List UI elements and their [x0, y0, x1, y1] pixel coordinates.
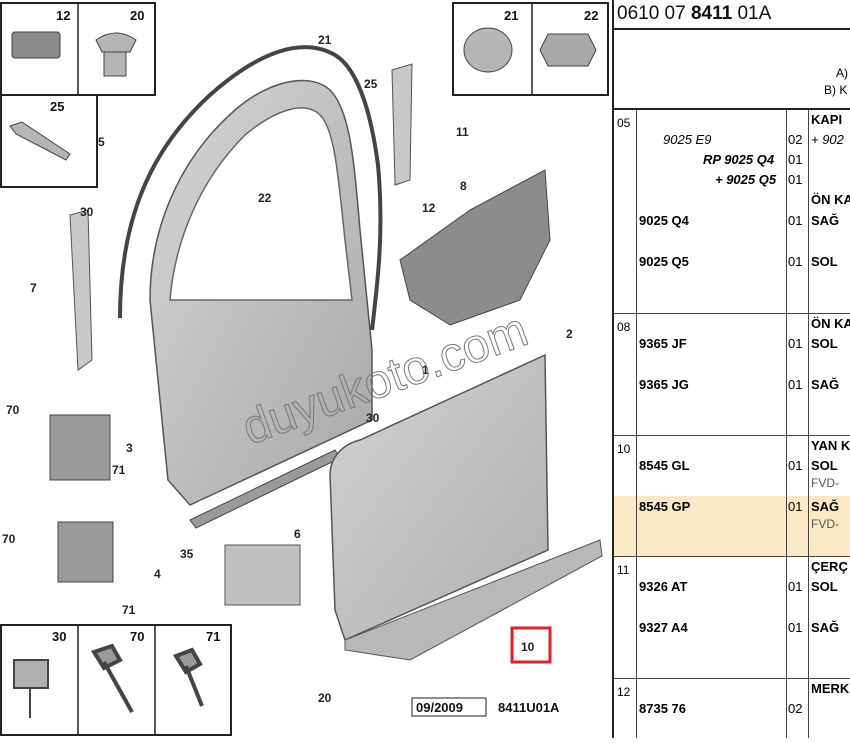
table-group-11: 11 9326 AT 9327 A4 01 01 ÇERÇ SOL SAĞ: [614, 557, 850, 679]
legend-a: A): [836, 66, 848, 80]
date-code-box: [411, 697, 487, 717]
callout: 20: [318, 691, 332, 705]
callout: 30: [366, 411, 380, 425]
callout: 7: [30, 281, 37, 295]
part-11-trim: [391, 63, 413, 186]
callout: 5: [98, 135, 105, 149]
callout: 21: [318, 33, 332, 47]
part-4-hinge: [57, 521, 114, 583]
table-group-05: 05 9025 E9 RP 9025 Q4 + 9025 Q5 9025 Q4 …: [614, 110, 850, 314]
svg-text:71: 71: [206, 629, 220, 644]
part-2-outer-skin: [329, 353, 549, 642]
part-3-hinge: [49, 414, 111, 481]
part-71-image: [173, 647, 204, 707]
callout: 71: [122, 603, 136, 617]
parts-diagram: 21 25 5 11 12 8 22 30 7 2 1 70 3 71 30 6…: [0, 2, 609, 736]
callout: 71: [112, 463, 126, 477]
inset-numbers: 12 20 25 21 22 30 70 71: [50, 8, 598, 644]
callout: 8: [460, 179, 467, 193]
callout: 4: [154, 567, 161, 581]
table-group-12: 12 8735 76 02 MERK: [614, 679, 850, 738]
svg-text:25: 25: [50, 99, 64, 114]
svg-text:70: 70: [130, 629, 144, 644]
part-30-image: [13, 659, 49, 718]
legend: A) B) K: [614, 30, 850, 110]
callout: 30: [80, 205, 94, 219]
callout: 11: [456, 125, 469, 139]
highlight-box: [510, 626, 552, 664]
callouts: 21 25 5 11 12 8 22 30 7 2 1 70 3 71 30 6…: [2, 33, 573, 705]
callout-highlighted: 10: [521, 640, 535, 654]
table-group-10: 10 8545 GL 01 YAN K SOL FVD-: [614, 436, 850, 497]
svg-text:20: 20: [130, 8, 144, 23]
svg-text:12: 12: [56, 8, 70, 23]
inset-box-25: [0, 94, 98, 188]
svg-text:21: 21: [504, 8, 518, 23]
parts-table-panel: 0610 07 8411 01A A) B) K 05 9025 E9 RP 9…: [612, 0, 850, 738]
callout: 6: [294, 527, 301, 541]
table-group-08: 08 9365 JF 9365 JG 01 01 ÖN KA SOL SAĞ: [614, 314, 850, 436]
part-1-window-frame: [169, 107, 353, 301]
part-12-image: [11, 31, 61, 59]
legend-b: B) K: [824, 83, 848, 97]
part-20-image: [95, 32, 137, 77]
drawing-code: 8411U01A: [498, 700, 560, 715]
date-code: 09/2009: [416, 700, 463, 715]
part-21-image: [463, 27, 513, 73]
svg-text:30: 30: [52, 629, 66, 644]
part-10-sill-trim: [344, 539, 603, 661]
inset-box-12-20: [0, 2, 156, 96]
inset-box-30-70-71: [0, 624, 232, 736]
callout: 22: [258, 191, 272, 205]
part-22-image: [539, 33, 597, 67]
part-8-inner-panel: [399, 169, 551, 326]
part-7-pillar-trim: [69, 209, 93, 371]
part-70-image: [90, 643, 134, 713]
table-row-highlighted[interactable]: 8545 GP 01 SAĞ FVD-: [614, 496, 850, 557]
callout: 70: [2, 532, 16, 546]
document-reference: 0610 07 8411 01A: [614, 0, 850, 30]
callout: 2: [566, 327, 573, 341]
callout: 12: [422, 201, 436, 215]
part-25-image: [9, 121, 71, 161]
svg-text:22: 22: [584, 8, 598, 23]
callout: 1: [422, 363, 429, 377]
callout: 35: [180, 547, 194, 561]
part-5-seal: [118, 45, 383, 331]
inset-box-21-22: [452, 2, 609, 96]
callout: 70: [6, 403, 20, 417]
callout: 3: [126, 441, 133, 455]
part-35-clips: [224, 544, 301, 606]
callout: 25: [364, 77, 378, 91]
